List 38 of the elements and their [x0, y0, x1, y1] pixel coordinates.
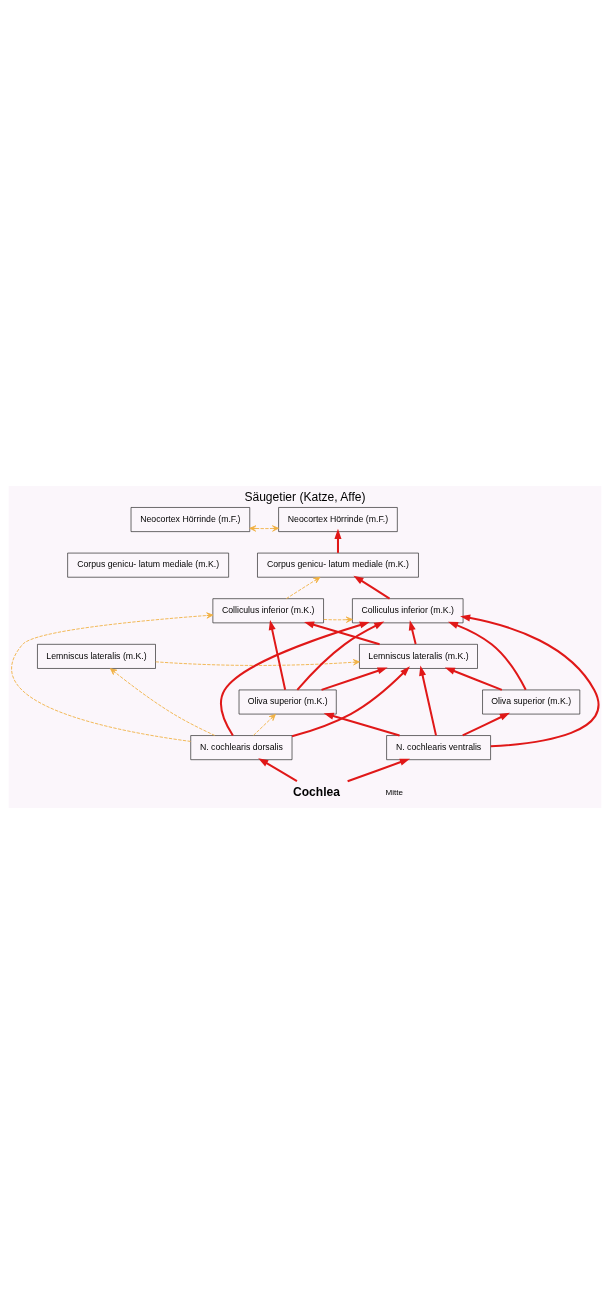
arrow [304, 621, 380, 646]
node-box: Corpus genicu- latum mediale (m.K.) [67, 552, 229, 578]
arrow [347, 758, 410, 783]
arrow [444, 667, 503, 691]
node-box: N. cochlearis dorsalis [190, 735, 293, 761]
node-box: Colliculus inferior (m.K.) [352, 598, 464, 624]
arrow [334, 528, 342, 553]
arrow [323, 616, 353, 623]
diagram-title: Säugetier (Katze, Affe) [244, 490, 366, 505]
arrow [253, 713, 276, 736]
node-box: Colliculus inferior (m.K.) [212, 598, 324, 624]
arrow [155, 659, 360, 666]
node-box: Corpus genicu- latum mediale (m.K.) [257, 552, 419, 578]
arrow [110, 668, 216, 736]
node-box: Lemniscus lateralis (m.K.) [37, 644, 156, 669]
node-box: Oliva superior (m.K.) [482, 689, 581, 715]
node-box: Neocortex Hörrinde (m.F.) [130, 507, 251, 532]
arrow [11, 612, 214, 742]
arrow [296, 621, 385, 691]
arrow [220, 621, 370, 737]
arrow [419, 665, 437, 736]
arrow [258, 758, 298, 782]
arrow [323, 712, 400, 737]
node-box: Neocortex Hörrinde (m.F.) [278, 507, 398, 532]
arrow [268, 620, 287, 690]
arrow [353, 575, 391, 600]
node-box: Lemniscus lateralis (m.K.) [359, 644, 478, 669]
arrow [408, 620, 417, 645]
arrow [321, 667, 388, 691]
arrow [291, 666, 410, 738]
node-box: N. cochlearis ventralis [386, 735, 491, 761]
arrow [462, 712, 510, 737]
node-box: Oliva superior (m.K.) [238, 689, 337, 715]
node-text: Cochlea [293, 784, 340, 799]
arrow [249, 525, 279, 532]
arrow [448, 621, 527, 691]
arrow [285, 576, 321, 600]
arrow [460, 614, 600, 748]
